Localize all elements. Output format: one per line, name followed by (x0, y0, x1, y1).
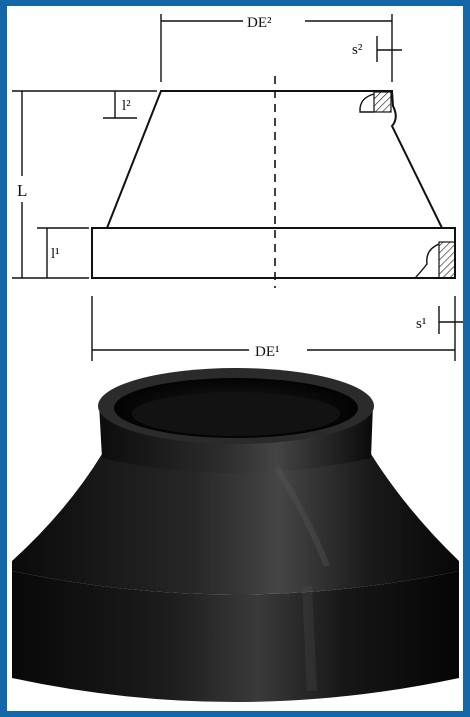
cone-body (12, 454, 459, 595)
label-l2: l² (122, 98, 131, 114)
base-highlight (302, 585, 317, 692)
weld-bead-bottom (414, 243, 440, 279)
reducer-diagram: DE² s² l² L l¹ s¹ DE¹ (12, 14, 463, 702)
wall-section-top (373, 91, 392, 113)
label-L: L (17, 181, 27, 200)
base-cylinder (12, 571, 459, 702)
wall-section-bottom (438, 241, 456, 279)
reducer-outline (91, 90, 456, 279)
technical-drawing (12, 14, 463, 361)
cone-highlight (274, 466, 330, 568)
weld-bead-top (359, 93, 375, 113)
label-l1: l¹ (51, 246, 60, 262)
image-panel: DE² s² l² L l¹ s¹ DE¹ (7, 6, 463, 711)
label-de1: DE¹ (255, 344, 280, 360)
label-s1: s¹ (416, 316, 426, 332)
inner-lip (132, 392, 340, 436)
label-s2: s² (352, 42, 363, 58)
label-de2: DE² (247, 15, 272, 31)
reducer-product-image (12, 368, 459, 702)
